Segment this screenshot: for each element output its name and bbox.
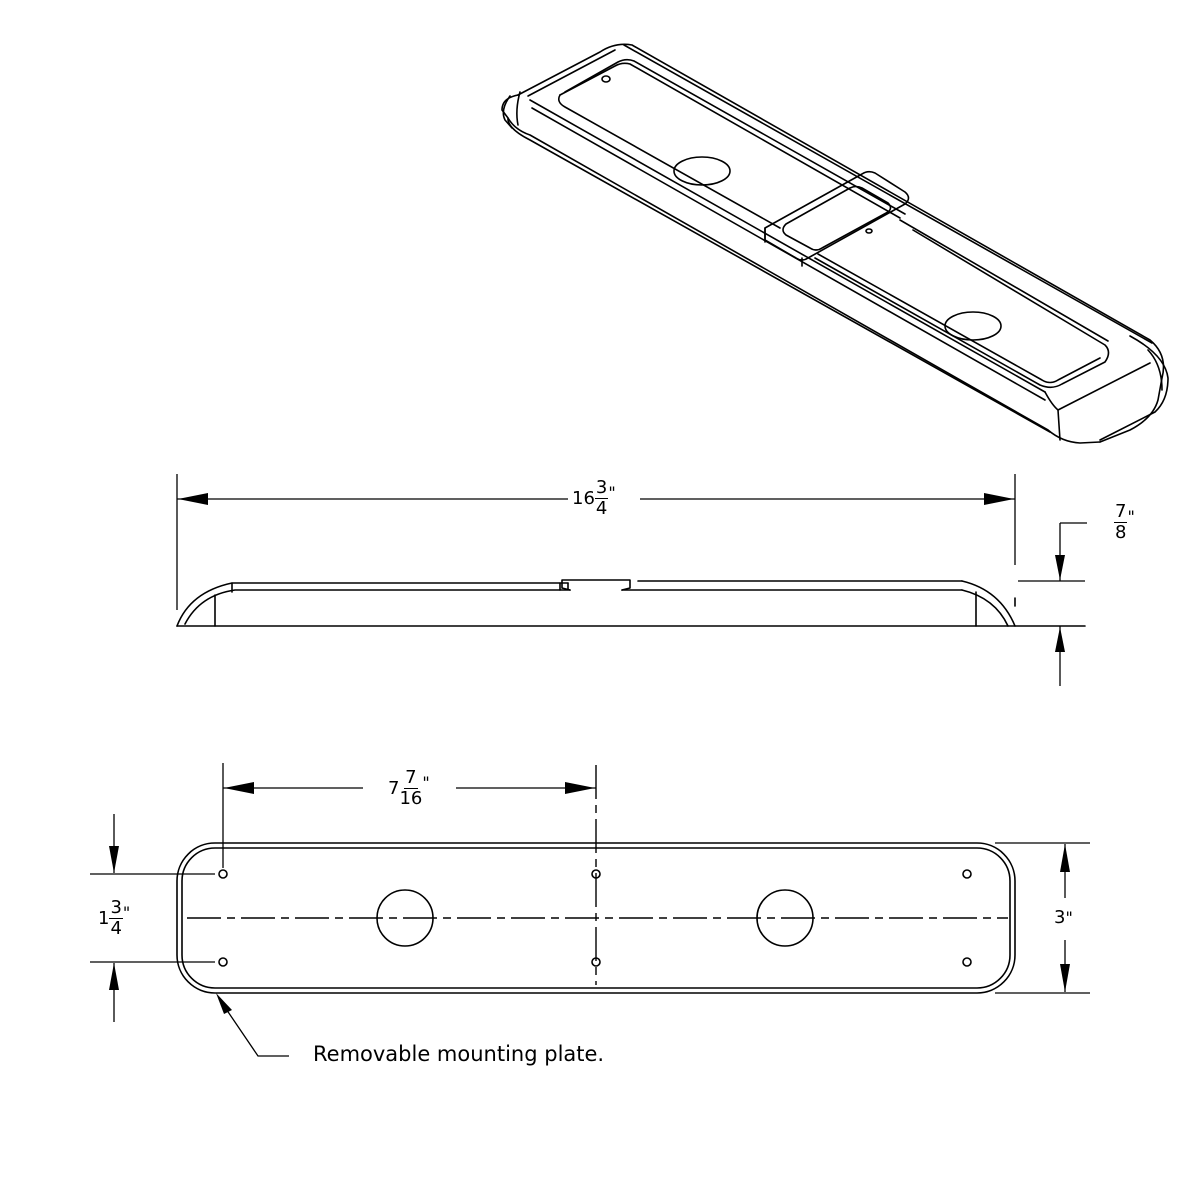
hole-spacing-denominator: 16 bbox=[399, 788, 423, 809]
hole-row-spacing-whole: 1 bbox=[98, 908, 110, 929]
height-unit: " bbox=[1127, 507, 1135, 526]
height-numerator: 7 bbox=[1114, 501, 1128, 523]
hole-row-spacing-denominator: 4 bbox=[110, 918, 122, 939]
hole-spacing-numerator: 7 bbox=[404, 767, 418, 789]
hole-spacing-unit: " bbox=[422, 773, 430, 792]
side-elevation-view bbox=[176, 474, 1087, 686]
hole-row-spacing-unit: " bbox=[122, 903, 131, 922]
width-unit: " bbox=[1065, 908, 1073, 927]
hole-row-spacing-numerator: 3 bbox=[109, 897, 123, 919]
hole-spacing-whole: 7 bbox=[388, 778, 400, 799]
mounting-plate-callout: Removable mounting plate. bbox=[313, 1042, 605, 1066]
isometric-view bbox=[501, 43, 1169, 444]
width-label: 3" bbox=[1054, 907, 1073, 928]
top-plan-view bbox=[90, 763, 1090, 1057]
overall-length-numerator: 3 bbox=[594, 477, 609, 499]
overall-length-denominator: 4 bbox=[595, 498, 608, 519]
height-denominator: 8 bbox=[1115, 522, 1127, 543]
overall-length-unit: " bbox=[608, 483, 616, 502]
overall-length-whole: 16 bbox=[572, 488, 595, 509]
width-value: 3 bbox=[1054, 907, 1066, 928]
